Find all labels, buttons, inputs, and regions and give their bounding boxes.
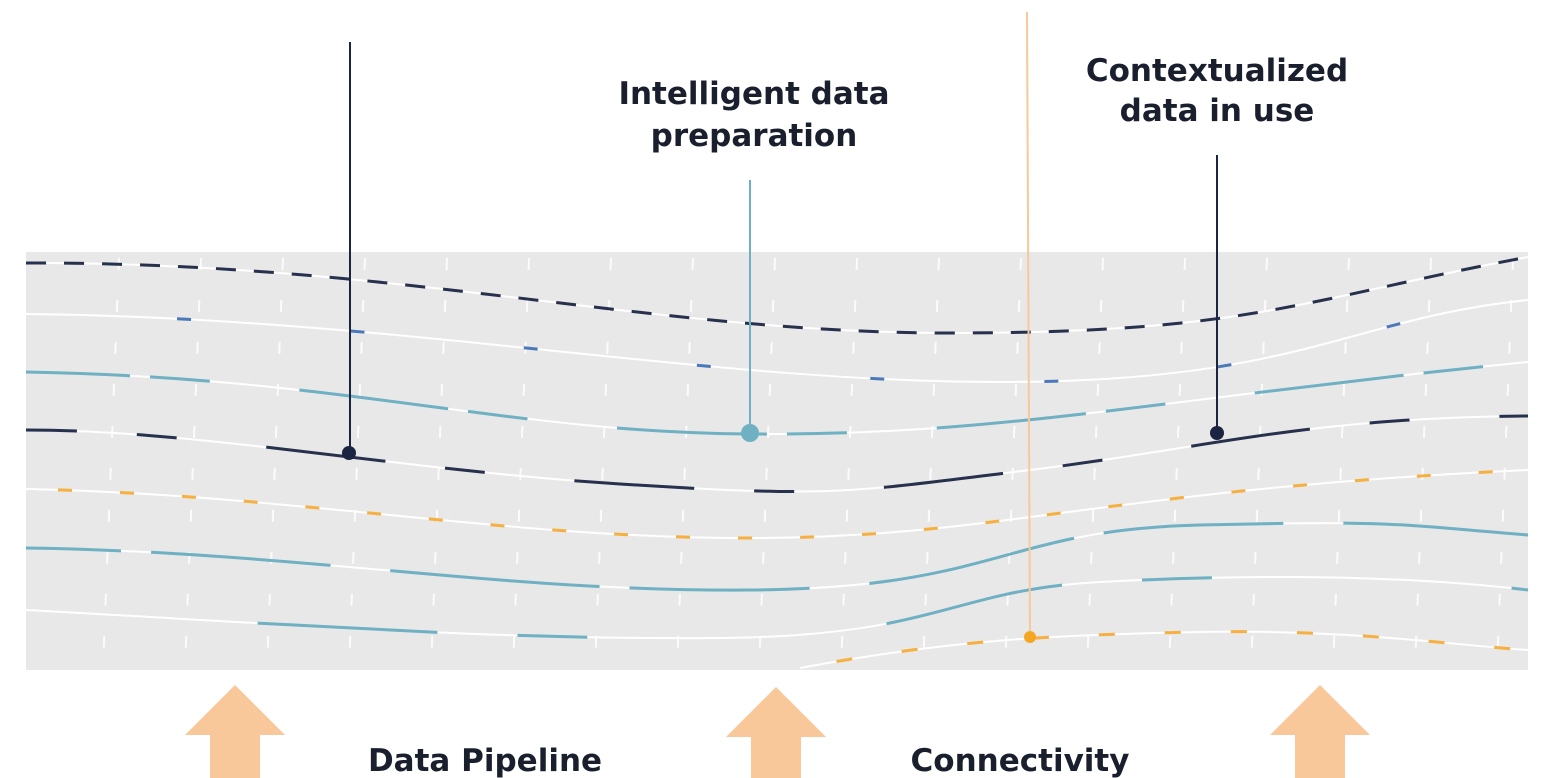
grid-dash-column (594, 257, 612, 669)
grid-dash-column (676, 257, 694, 669)
grid-dash-column (348, 257, 366, 669)
connectivity-dot (1024, 631, 1036, 643)
preparation-label-line1: Intelligent data (618, 76, 889, 112)
stream-segments (25, 521, 1529, 592)
stream-segments (25, 468, 1529, 540)
grid-dash-column (1004, 257, 1022, 669)
grid-dash-column (922, 257, 940, 669)
preparation-label-line2: preparation (651, 118, 858, 154)
stream-segments (25, 255, 1529, 335)
data-pipeline-label: Data Pipeline (368, 743, 602, 778)
contextualized-label-line2: data in use (1120, 93, 1315, 129)
up-arrow-icon (185, 685, 285, 778)
grid-dash-column (840, 257, 858, 669)
connectivity-label: Connectivity (911, 743, 1130, 778)
grid-dash-column (1496, 257, 1514, 669)
stream-segments (25, 414, 1529, 494)
stream-segments (799, 630, 1529, 670)
grid-dash-column (102, 257, 120, 669)
grid-dash-column (1168, 257, 1186, 669)
grid-dash-column (266, 257, 284, 669)
grid-dash-column (1086, 257, 1104, 669)
alerts-dot (342, 446, 356, 460)
stream-segments (25, 575, 1529, 640)
alerts-label: alerts (299, 0, 400, 6)
grid-dash-column (1414, 257, 1432, 669)
grid-dash-column (758, 257, 776, 669)
connectivity-pointer-line (1026, 11, 1031, 638)
grid-dash-column (184, 257, 202, 669)
contextualized-dot (1210, 426, 1224, 440)
up-arrow-icon (726, 687, 826, 778)
stream-line (25, 299, 1529, 384)
grid-dashes (102, 257, 1514, 669)
data-stream-band (26, 252, 1528, 670)
preparation-dot (741, 424, 759, 442)
up-arrow-icon (1270, 685, 1370, 778)
contextualized-label-line1: Contextualized (1086, 53, 1348, 89)
grid-dash-column (1250, 257, 1268, 669)
grid-dash-column (430, 257, 448, 669)
grid-dash-column (1332, 257, 1350, 669)
grid-dash-column (512, 257, 530, 669)
